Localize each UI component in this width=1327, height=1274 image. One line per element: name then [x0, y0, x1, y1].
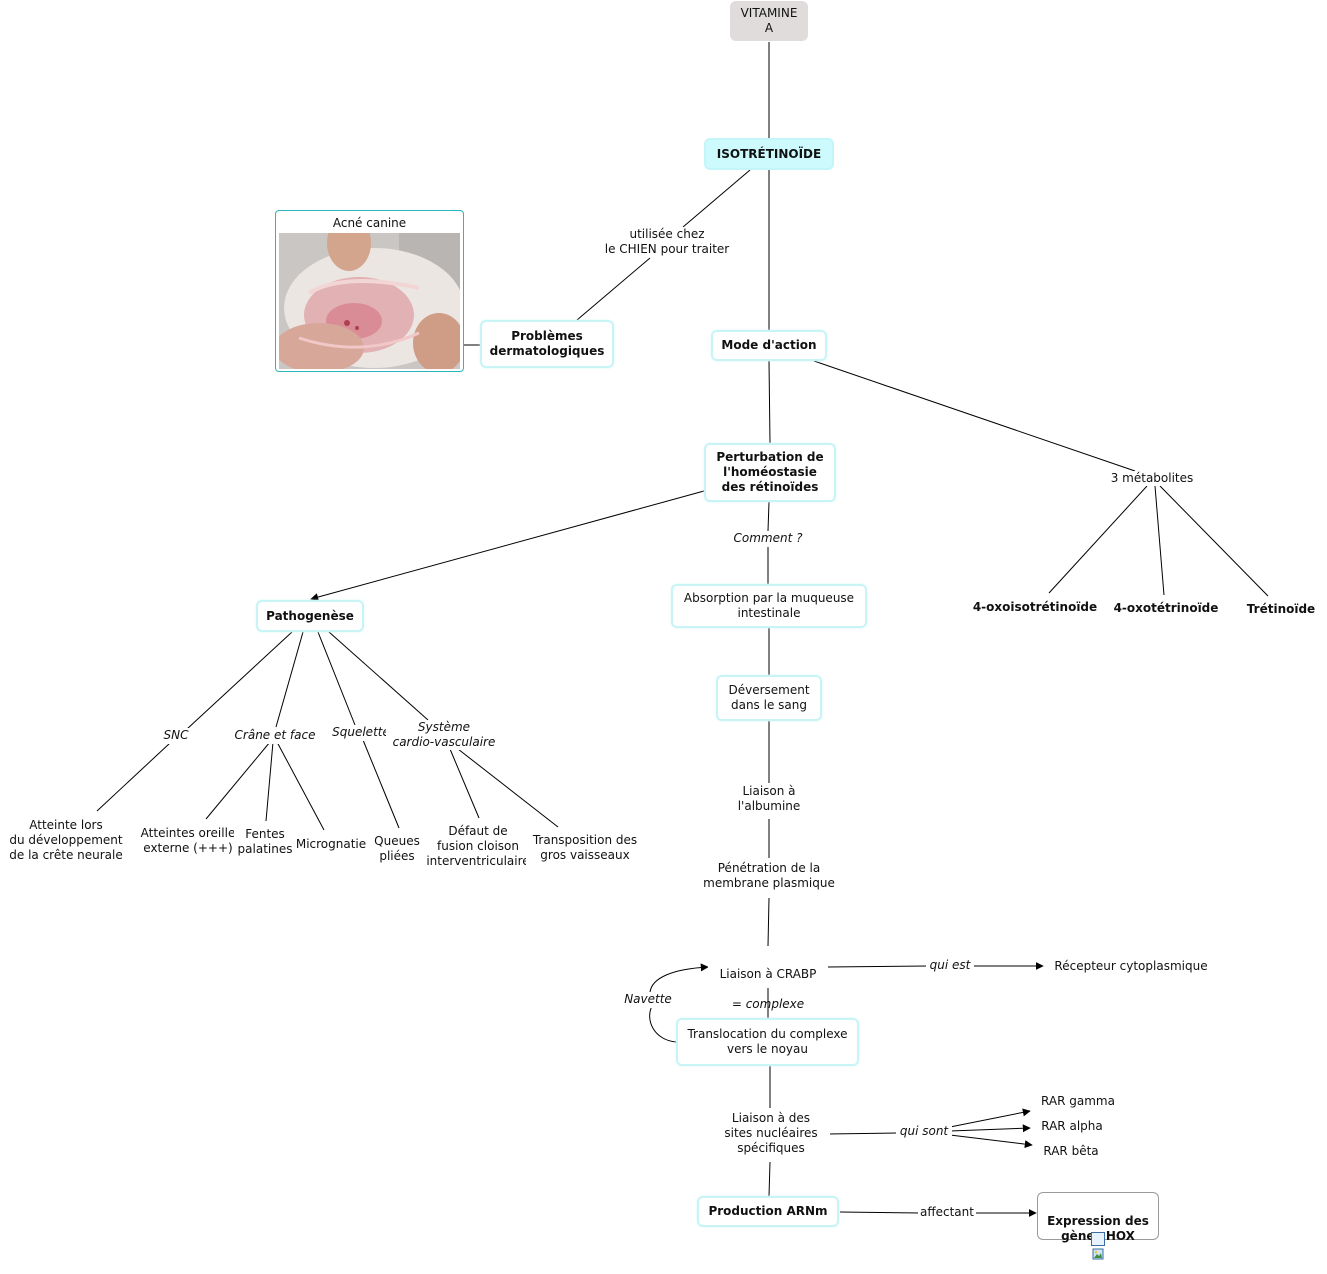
- link-crane-oreille: [205, 741, 271, 820]
- link-metabolites-m1: [1048, 485, 1148, 594]
- link-patho-squelette: [317, 631, 356, 726]
- link-production-affectant: [839, 1211, 921, 1214]
- arrow-perturbation-pathogenese: [310, 490, 705, 601]
- link-crane-fentes: [265, 741, 274, 822]
- link-crane-micrognatie: [276, 741, 325, 831]
- node-rar-alpha[interactable]: RAR alpha: [1034, 1119, 1110, 1135]
- arrow-quisont-gamma: [949, 1108, 1031, 1128]
- link-label-utilisee-chez: utilisée chez le CHIEN pour traiter: [596, 227, 738, 257]
- node-transposition[interactable]: Transposition des gros vaisseaux: [526, 833, 644, 865]
- crabp-line2: = complexe: [731, 997, 805, 1011]
- node-acne-canine[interactable]: Acné canine: [275, 210, 464, 372]
- node-production-arnm[interactable]: Production ARNm: [697, 1196, 839, 1227]
- link-cardio-defaut: [449, 748, 480, 819]
- link-squelette-queues: [362, 739, 400, 829]
- link-cardio-transposition: [457, 748, 559, 828]
- link-snc-crete: [96, 742, 171, 812]
- node-4-oxotetrinoide[interactable]: 4-oxotétrinoïde: [1113, 601, 1219, 615]
- arrow-navette-loop: [649, 1005, 677, 1043]
- node-4-oxoisotretinoide[interactable]: 4-oxoisotrétinoïde: [972, 600, 1098, 614]
- node-mode-action[interactable]: Mode d'action: [711, 330, 827, 361]
- node-liaison-crabp[interactable]: Liaison à CRABP = complexe: [708, 952, 828, 1011]
- node-isotretinoide[interactable]: ISOTRÉTINOÏDE: [704, 138, 834, 170]
- node-crete-neurale[interactable]: Atteinte lors du développement de la crê…: [4, 818, 128, 864]
- link-label-snc: SNC: [156, 728, 196, 744]
- node-recepteur-cytoplasmique[interactable]: Récepteur cytoplasmique: [1048, 959, 1214, 975]
- link-mode-perturbation: [768, 360, 771, 444]
- link-label-comment: Comment ?: [726, 531, 810, 547]
- node-vitamine-a[interactable]: VITAMINE A: [730, 1, 808, 41]
- node-defaut-fusion[interactable]: Défaut de fusion cloison interventricula…: [422, 824, 534, 870]
- link-label-navette: Navette: [620, 992, 676, 1008]
- link-mode-metabolites: [813, 360, 1136, 472]
- node-rar-beta[interactable]: RAR bêta: [1036, 1144, 1106, 1160]
- node-translocation[interactable]: Translocation du complexe vers le noyau: [676, 1018, 859, 1066]
- arrow-navette-loop-top: [649, 963, 709, 993]
- link-sites-quisont: [827, 1132, 899, 1135]
- node-penetration[interactable]: Pénétration de la membrane plasmique: [698, 861, 840, 893]
- link-patho-snc: [186, 631, 293, 730]
- link-label-crane-face: Crâne et face: [228, 728, 322, 744]
- link-crabp-quiest: [827, 965, 929, 968]
- crabp-line1: Liaison à CRABP: [719, 967, 817, 981]
- link-label-squelette: Squelette: [326, 725, 396, 741]
- link-metabolites-m3: [1159, 485, 1269, 597]
- node-liaison-albumine[interactable]: Liaison à l'albumine: [728, 784, 810, 816]
- link-penetration-crabp: [767, 897, 770, 947]
- link-label-qui-est: qui est: [926, 958, 974, 974]
- node-fentes-palatines[interactable]: Fentes palatines: [234, 827, 296, 859]
- node-tretinoide[interactable]: Trétinoïde: [1246, 602, 1316, 616]
- link-metabolites-m2: [1154, 485, 1165, 596]
- node-perturbation[interactable]: Perturbation de l'homéostasie des rétino…: [704, 443, 836, 502]
- arrow-quisont-beta: [949, 1134, 1033, 1149]
- node-expression-hox[interactable]: Expression des gènes HOX: [1037, 1192, 1159, 1260]
- link-label-affectant: affectant: [918, 1205, 976, 1221]
- node-3-metabolites[interactable]: 3 métabolites: [1106, 471, 1198, 486]
- node-oreille-externe[interactable]: Atteintes oreille externe (+++): [136, 826, 240, 858]
- arrow-quisont-alpha: [949, 1124, 1031, 1133]
- node-sites-nucleaires[interactable]: Liaison à des sites nucléaires spécifiqu…: [712, 1111, 830, 1159]
- image-icon[interactable]: [1091, 1232, 1105, 1260]
- link-label-cardio: Système cardio-vasculaire: [386, 720, 502, 750]
- link-isotretinoide-utilisee: [682, 169, 751, 228]
- acne-photo: [279, 233, 460, 369]
- link-sites-production: [768, 1161, 771, 1197]
- node-deversement[interactable]: Déversement dans le sang: [716, 675, 822, 721]
- link-patho-crane: [275, 631, 304, 728]
- node-micrognatie[interactable]: Micrognatie: [292, 837, 370, 853]
- link-label-qui-sont: qui sont: [896, 1124, 952, 1140]
- link-perturbation-comment: [767, 501, 770, 532]
- node-absorption[interactable]: Absorption par la muqueuse intestinale: [671, 584, 867, 628]
- node-queues-pliees[interactable]: Queues pliées: [368, 834, 426, 866]
- node-rar-gamma[interactable]: RAR gamma: [1034, 1094, 1122, 1110]
- link-utilisee-problemes: [576, 257, 651, 321]
- node-pathogenese[interactable]: Pathogenèse: [256, 600, 364, 632]
- link-patho-cardio: [328, 631, 429, 721]
- node-problemes-dermatologiques[interactable]: Problèmes dermatologiques: [480, 320, 614, 368]
- acne-caption: Acné canine: [332, 216, 407, 230]
